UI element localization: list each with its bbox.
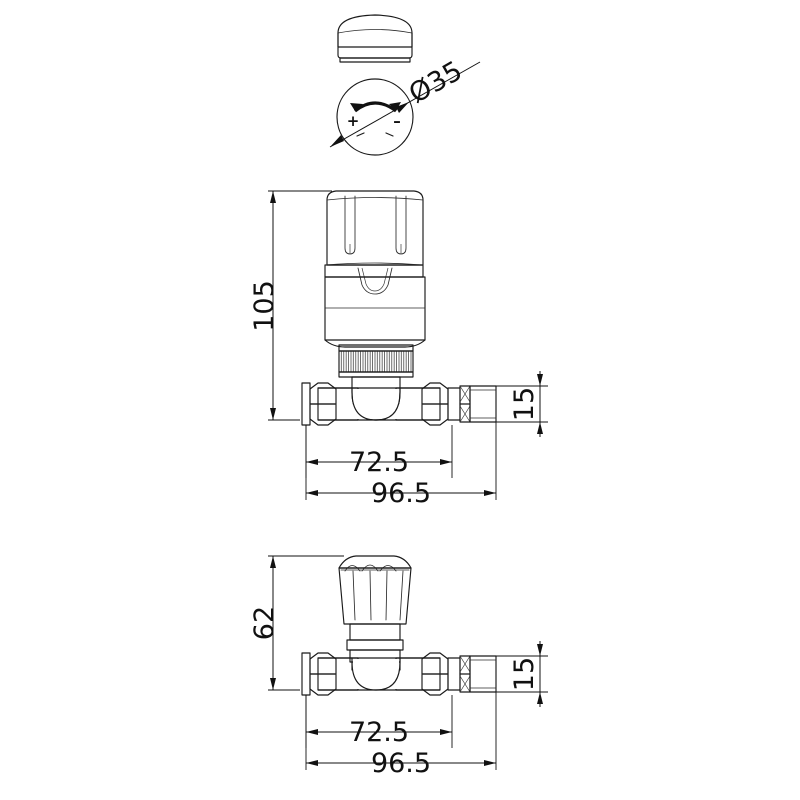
- trv-assembly-view: 105 72.5 96.5: [249, 190, 548, 509]
- trv-overall-length-label: 96.5: [371, 478, 431, 509]
- trv-left-hex-nut: [301, 382, 337, 426]
- manual-collar: [346, 623, 404, 663]
- dim-manual-height: 62: [249, 555, 344, 691]
- dim-manual-fitting-height: 15: [496, 641, 548, 707]
- cap-diameter-label: Ø35: [404, 55, 468, 109]
- trv-body-length-label: 72.5: [349, 447, 409, 478]
- trv-head-top: [326, 190, 424, 266]
- trv-right-hex-nut: [421, 382, 449, 426]
- trv-head-barrel: [324, 276, 426, 348]
- trv-height-label: 105: [249, 280, 280, 332]
- dim-trv-fitting-height: 15: [496, 371, 548, 437]
- manual-body-length-label: 72.5: [349, 717, 409, 748]
- dial-plus-marking: +: [347, 112, 360, 130]
- dim-trv-height: 105: [249, 190, 332, 421]
- manual-fitting-height-label: 15: [509, 657, 540, 691]
- rotation-arrow-icon: [350, 101, 401, 113]
- dim-trv-overall-length: 96.5: [305, 422, 497, 509]
- trv-compression-fitting: [447, 385, 497, 423]
- manual-height-label: 62: [249, 606, 280, 640]
- dim-manual-overall-length: 96.5: [305, 692, 497, 779]
- dim-trv-body-length: 72.5: [305, 425, 453, 478]
- trv-head-mid-band: [324, 262, 424, 295]
- manual-compression-fitting: [447, 655, 497, 693]
- dial-minus-marking: –: [393, 112, 401, 130]
- trv-knurled-collar: [338, 344, 414, 378]
- cap-side-view: [337, 14, 413, 63]
- manual-right-hex-nut: [421, 652, 449, 696]
- cap-top-dial-view: + – Ø35: [329, 55, 481, 156]
- trv-fitting-height-label: 15: [509, 387, 540, 421]
- manual-valve-body: [317, 657, 441, 691]
- dim-manual-body-length: 72.5: [305, 695, 453, 748]
- manual-overall-length-label: 96.5: [371, 748, 431, 779]
- manual-knob-handle: [338, 555, 412, 625]
- manual-left-hex-nut: [301, 652, 337, 696]
- manual-valve-assembly-view: 62 72.5 96.5: [249, 555, 548, 779]
